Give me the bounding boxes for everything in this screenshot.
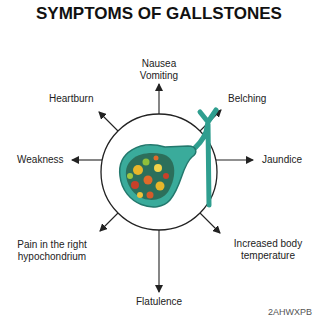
- gallbladder-inside: [126, 153, 174, 200]
- symptom-label: Weakness: [17, 154, 64, 166]
- stone: [137, 192, 143, 198]
- watermark: 2AHWXPB: [268, 307, 312, 317]
- stone: [133, 165, 143, 175]
- bile-duct: [190, 110, 216, 205]
- diagram-title: SYMPTOMS OF GALLSTONES: [36, 4, 282, 24]
- stone: [144, 176, 153, 185]
- stone: [147, 192, 154, 199]
- arrow: [216, 159, 253, 160]
- symptom-label: Jaundice: [262, 154, 302, 166]
- center-circle: [101, 114, 217, 230]
- stone: [154, 164, 162, 172]
- stone: [127, 173, 133, 179]
- arrow: [158, 84, 159, 114]
- stone: [156, 182, 165, 191]
- symptom-label: Flatulence: [136, 296, 182, 308]
- symptom-label: Nausea Vomiting: [129, 58, 189, 81]
- stone: [143, 159, 150, 166]
- gallbladder: [120, 145, 196, 207]
- stone: [163, 173, 169, 179]
- arrow: [158, 230, 159, 292]
- symptom-label: Belching: [228, 93, 266, 105]
- arrow: [100, 213, 118, 231]
- stone: [154, 156, 159, 161]
- symptom-label: Heartburn: [49, 93, 93, 105]
- gallstones: [127, 156, 169, 199]
- stone: [131, 181, 139, 189]
- symptom-label: Pain in the right hypochondrium: [11, 239, 93, 262]
- arrow: [99, 112, 118, 131]
- symptom-arrows: [72, 84, 253, 292]
- arrow: [72, 159, 102, 160]
- symptom-label: Increased body temperature: [227, 238, 309, 261]
- arrow: [200, 213, 220, 233]
